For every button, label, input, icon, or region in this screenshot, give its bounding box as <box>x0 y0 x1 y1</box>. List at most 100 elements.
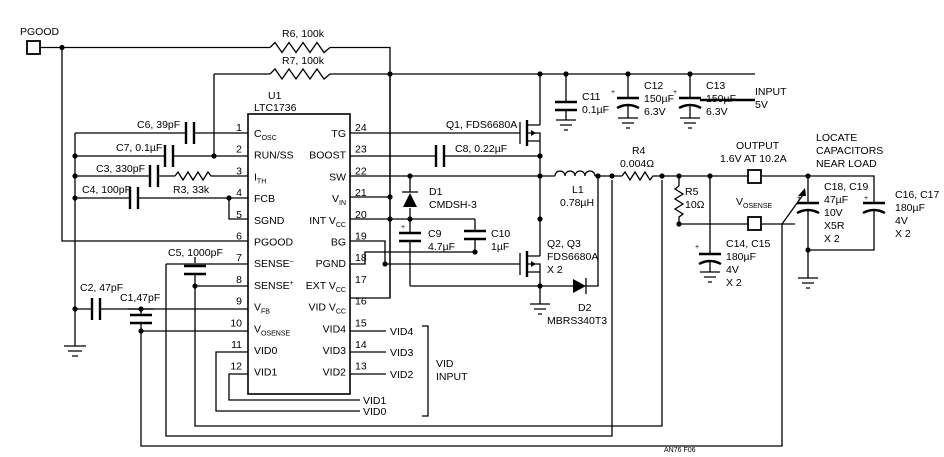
q23-ref: Q2, Q3 <box>547 238 581 250</box>
ic-pin-number-left: 1 <box>236 122 242 134</box>
ic-pin-number-left: 4 <box>236 187 242 199</box>
vid-wire-labels: VID4 VID3 VID2 VID1 VID0 <box>363 326 414 418</box>
r3-label: R3, 33k <box>173 184 210 196</box>
c10-ref: C10 <box>491 228 510 240</box>
c1415-ref: C14, C15 <box>726 238 771 250</box>
figure-id: AN76 F06 <box>664 447 696 454</box>
c1617-val: 180µF <box>895 202 925 214</box>
c9-plus: + <box>401 224 405 231</box>
r4-val: 0.004Ω <box>620 158 654 170</box>
d1-diode <box>403 193 417 207</box>
ic-pin-number-left: 3 <box>236 165 242 177</box>
c13-v: 6.3V <box>706 106 728 118</box>
q23-part: FDS6680A <box>547 251 598 263</box>
ic-pin-name-left: ITH <box>254 171 266 185</box>
d1-part: CMDSH-3 <box>429 199 477 211</box>
c1819-val: 47µF <box>824 194 848 206</box>
c9-val: 4.7µF <box>428 241 455 253</box>
locate-label-3: NEAR LOAD <box>816 158 877 170</box>
c12-ref: C12 <box>644 80 663 92</box>
r5-resistor <box>673 185 748 225</box>
ic-u1-body <box>247 113 351 395</box>
ic-pin-name-left: PGOOD <box>254 237 294 249</box>
ic-pin-name-right: VID2 <box>323 367 347 379</box>
ic-pin-number-left: 5 <box>236 209 242 221</box>
output-port <box>747 169 762 184</box>
c11-ref: C11 <box>582 91 601 103</box>
ic-pin-number-left: 10 <box>230 317 242 329</box>
vid1-label: VID1 <box>363 395 387 407</box>
ic-pin-number-left: 11 <box>231 339 242 351</box>
input-label-2: 5V <box>755 99 768 111</box>
ic-pin-name-left: FCB <box>254 193 275 205</box>
c9-ref: C9 <box>428 228 442 240</box>
q2-q3-mosfet <box>519 251 541 277</box>
c1415-v: 4V <box>726 264 739 276</box>
c18-plus: + <box>797 195 801 202</box>
c1-capacitor <box>130 313 152 325</box>
ic-pin-name-left: VOSENSE <box>254 323 291 337</box>
power-stage-wires <box>350 74 599 300</box>
l1-inductor <box>554 170 596 177</box>
ic-pin-name-left: SENSE+ <box>254 280 294 292</box>
r4-ref: R4 <box>632 145 646 157</box>
d2-ref: D2 <box>578 302 592 314</box>
l1-val: 0.78µH <box>560 197 594 209</box>
ic-pin-number-right: 15 <box>355 317 367 329</box>
ground-symbol-c13 <box>680 117 700 129</box>
load-arrowhead <box>798 188 806 196</box>
locate-label-2: CAPACITORS <box>816 145 883 157</box>
c12-val: 150µF <box>644 93 674 105</box>
c1819-ref: C18, C19 <box>824 181 869 193</box>
c10-capacitor <box>464 229 486 241</box>
c1617-ref: C16, C17 <box>895 189 940 201</box>
vid-input-label-2: INPUT <box>436 371 468 383</box>
c8-capacitor <box>434 145 446 167</box>
ic-pin-number-right: 24 <box>355 122 367 134</box>
output-label-2: 1.6V AT 10.2A <box>720 153 787 165</box>
c1-label: C1,47pF <box>120 292 160 304</box>
ic-pin-number-right: 20 <box>355 209 367 221</box>
c11-val: 0.1µF <box>582 104 609 116</box>
ic-ref-label: U1 <box>268 90 282 102</box>
r3-resistor <box>174 170 214 182</box>
r6-label: R6, 100k <box>282 28 325 40</box>
vosense-label: VOSENSE <box>736 196 773 210</box>
c14-plus: + <box>695 244 699 251</box>
c1415-qty: X 2 <box>726 277 742 289</box>
c1617-qty: X 2 <box>895 228 911 240</box>
ic-pin-name-right: SW <box>329 171 346 183</box>
ic-pin-number-left: 2 <box>236 144 242 156</box>
r6-resistor <box>269 41 331 54</box>
sense-wires <box>128 180 795 447</box>
input-label-1: INPUT <box>755 86 787 98</box>
ic-pin-number-left: 6 <box>236 231 242 243</box>
c13-plus: + <box>673 89 677 96</box>
ic-pin-name-right: EXT VCC <box>306 280 346 294</box>
c1819-type: X5R <box>824 220 845 232</box>
ic-pin-name-left: SENSE– <box>254 258 294 270</box>
c3-capacitor <box>148 165 160 187</box>
c4-capacitor <box>128 187 140 209</box>
ic-pin-name-left: SGND <box>254 215 285 227</box>
c2-label: C2, 47pF <box>80 282 123 294</box>
c12-v: 6.3V <box>644 106 666 118</box>
ic-pin-name-left: COSC <box>254 128 277 142</box>
vid3-label: VID3 <box>390 347 414 359</box>
q23-qty: X 2 <box>547 264 563 276</box>
r4-resistor <box>621 170 748 182</box>
output-label-1: OUTPUT <box>736 140 780 152</box>
ground-symbol-left <box>64 340 86 357</box>
vid4-label: VID4 <box>390 326 414 338</box>
ic-pin-number-right: 21 <box>355 187 367 199</box>
c8-label: C8, 0.22µF <box>455 143 507 155</box>
ic-pin-number-left: 9 <box>236 296 242 308</box>
c2-capacitor <box>90 298 102 320</box>
c13-curved-plate <box>678 103 702 110</box>
c16-plus: + <box>864 195 868 202</box>
vid-wires <box>215 325 429 417</box>
ic-pin-name-right: VID4 <box>323 323 347 335</box>
ic-pin-name-left: VID0 <box>254 345 278 357</box>
